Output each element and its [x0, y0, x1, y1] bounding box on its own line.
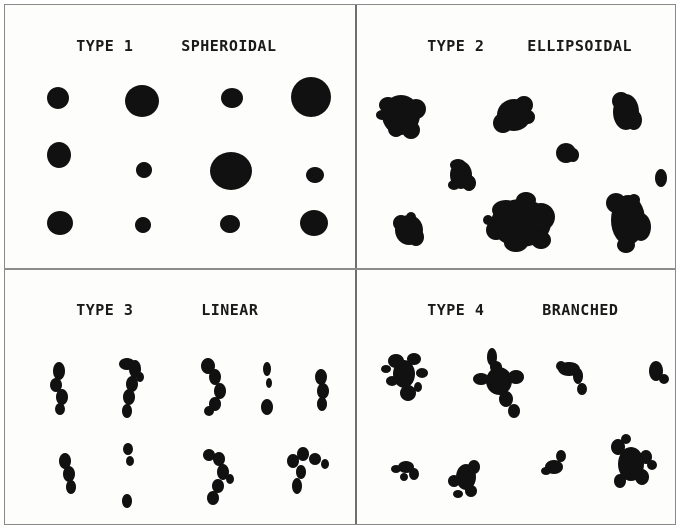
particle [376, 95, 426, 139]
particle [201, 358, 226, 416]
particle [649, 361, 669, 384]
particle [493, 96, 535, 133]
particle [315, 369, 329, 411]
particle [136, 162, 152, 178]
particle [210, 152, 252, 190]
particle [59, 453, 76, 494]
particle [393, 212, 424, 246]
particle [50, 362, 68, 415]
particle [287, 447, 329, 494]
ellipsoidal-particles [356, 5, 677, 268]
particle [381, 353, 428, 401]
branched-particles [356, 269, 677, 526]
particle [541, 450, 566, 475]
particle [261, 362, 273, 415]
linear-particles [5, 269, 355, 526]
particle [220, 215, 240, 233]
particle [611, 434, 657, 488]
particle [473, 348, 524, 418]
particle [125, 85, 159, 117]
particle [448, 159, 476, 191]
particle [221, 88, 243, 108]
particle [556, 143, 579, 163]
particle [47, 87, 69, 109]
particle [483, 192, 555, 252]
particle [291, 77, 331, 117]
particle [300, 210, 328, 236]
particle [391, 461, 419, 481]
particle [122, 443, 134, 508]
particle [135, 217, 151, 233]
particle [47, 142, 71, 168]
particle [203, 449, 234, 505]
spheroidal-particles [5, 5, 355, 268]
particle [556, 361, 587, 395]
particle [119, 358, 144, 418]
particle [47, 211, 73, 235]
particle [306, 167, 324, 183]
particle [448, 460, 480, 498]
particle [612, 92, 642, 130]
particle [655, 169, 667, 187]
particle [606, 193, 651, 253]
